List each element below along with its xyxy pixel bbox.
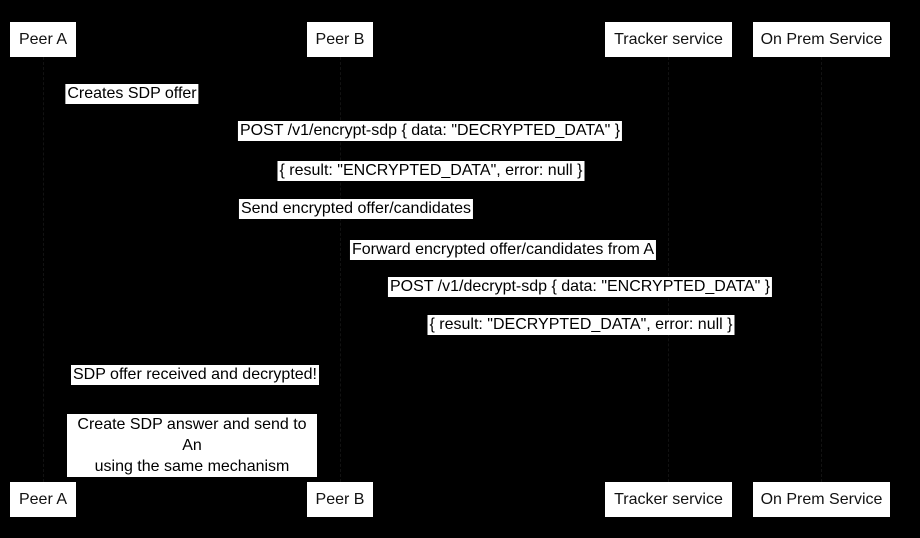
note-create-sdp-answer: Create SDP answer and send to An using t… [67,414,317,477]
msg-forward-encrypted: Forward encrypted offer/candidates from … [349,240,657,260]
actor-peer-a-top: Peer A [10,22,76,57]
msg-offer-received: SDP offer received and decrypted! [71,365,319,385]
actor-on-prem-service-top: On Prem Service [753,22,890,57]
actor-on-prem-service-bottom: On Prem Service [753,482,890,517]
lifeline-peer-a [43,57,44,482]
msg-post-encrypt-sdp: POST /v1/encrypt-sdp { data: "DECRYPTED_… [237,121,623,141]
note-line-1: Create SDP answer and send to An [77,416,307,454]
msg-send-encrypted: Send encrypted offer/candidates [238,199,474,219]
msg-decrypt-result: { result: "DECRYPTED_DATA", error: null … [427,315,735,335]
actor-tracker-service-bottom: Tracker service [605,482,732,517]
actor-peer-a-bottom: Peer A [10,482,76,517]
actor-tracker-service-top: Tracker service [605,22,732,57]
lifeline-peer-b [340,57,341,482]
actor-peer-b-top: Peer B [307,22,373,57]
lifeline-tracker-service [668,57,669,482]
msg-post-decrypt-sdp: POST /v1/decrypt-sdp { data: "ENCRYPTED_… [387,277,773,297]
msg-encrypt-result: { result: "ENCRYPTED_DATA", error: null … [277,161,585,181]
msg-creates-sdp-offer: Creates SDP offer [65,84,199,104]
actor-peer-b-bottom: Peer B [307,482,373,517]
lifeline-on-prem-service [821,57,822,482]
note-line-2: using the same mechanism [94,458,290,475]
